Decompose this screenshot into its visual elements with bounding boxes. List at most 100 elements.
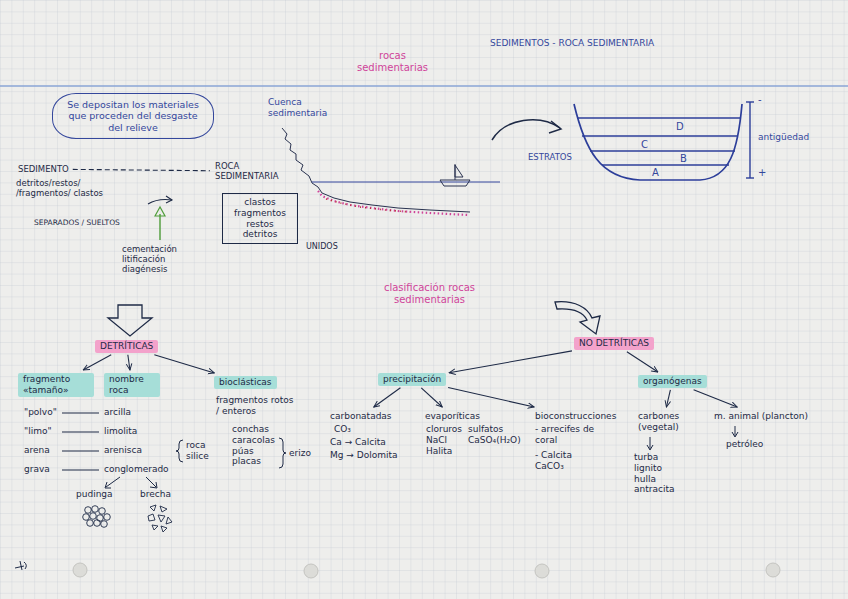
leader-arrow xyxy=(650,437,651,449)
connector xyxy=(128,355,130,370)
note-label: "limo" xyxy=(24,426,52,437)
term-label: ROCA SEDIMENTARIA xyxy=(213,160,297,182)
pair-dash xyxy=(62,413,99,470)
brace xyxy=(279,438,286,468)
note-label: antigüedad xyxy=(758,132,809,143)
type-label: m. animal (plancton) xyxy=(712,410,810,423)
note-label: A xyxy=(652,167,659,179)
page-mark xyxy=(15,561,26,570)
leader-arrow xyxy=(647,445,653,450)
pudinga-clasts xyxy=(85,507,92,514)
note-label: CO₃ xyxy=(334,424,351,435)
cementation-arrow xyxy=(155,207,165,216)
note-label: clasificación rocas sedimentarias xyxy=(352,282,507,306)
note-label: brecha xyxy=(140,489,171,500)
curved-arrow xyxy=(492,120,560,140)
note-label: grava xyxy=(24,464,50,475)
node-text: evaporíticas xyxy=(425,411,480,422)
basin-sketch xyxy=(282,128,470,212)
pair-dash xyxy=(62,432,99,433)
brecha-clasts xyxy=(160,506,167,512)
basin-sketch xyxy=(455,165,463,177)
brecha-clasts xyxy=(148,514,155,521)
connector xyxy=(154,355,214,373)
connector xyxy=(666,390,670,407)
pudinga-clasts xyxy=(87,520,94,527)
note-label: conchas caracolas púas placas xyxy=(232,424,280,467)
node-text: ROCA SEDIMENTARIA xyxy=(215,161,295,181)
node-text: precipitación xyxy=(383,374,441,385)
type-label: bioconstrucciones xyxy=(533,410,618,423)
small-arrow xyxy=(166,196,172,203)
strata-basin xyxy=(574,102,754,180)
brecha-clasts xyxy=(152,525,158,530)
margin-line xyxy=(0,85,848,86)
note-label: D xyxy=(676,121,684,133)
punch-hole xyxy=(766,563,780,577)
leader-arrow xyxy=(732,432,738,437)
node-text: SEDIMENTO xyxy=(18,164,69,174)
pair-dash xyxy=(62,451,99,452)
connector xyxy=(449,351,572,373)
curved-arrow xyxy=(549,121,561,133)
punch-hole xyxy=(304,564,318,578)
note-label: Mg → Dolomita xyxy=(330,450,398,461)
small-arrow xyxy=(148,196,172,204)
leader-arrow xyxy=(150,482,157,488)
basin-sketch xyxy=(318,191,468,215)
note-label: - xyxy=(758,94,762,106)
subcategory-box: bioclásticas xyxy=(214,376,277,389)
note-label: UNIDOS xyxy=(306,242,338,252)
node-text: bioclásticas xyxy=(219,377,272,388)
punch-hole xyxy=(73,563,87,577)
node-text: carbonatadas xyxy=(330,411,392,422)
hollow-arrow xyxy=(108,305,152,336)
term-label: SEDIMENTO xyxy=(16,163,71,175)
note-label: B xyxy=(680,153,687,165)
note-label: conglomerado xyxy=(104,464,169,475)
subcategory-box: nombre roca xyxy=(104,373,160,397)
leader-arrow xyxy=(105,482,111,488)
strata-basin xyxy=(746,177,754,178)
strata-basin xyxy=(574,104,742,180)
note-label: - arrecifes de coral xyxy=(535,424,607,446)
punch-hole xyxy=(73,563,780,578)
pudinga-clasts xyxy=(92,506,99,513)
basin-sketch xyxy=(282,128,500,215)
strata-basin xyxy=(749,102,750,178)
note-label: arena xyxy=(24,445,50,456)
punch-hole xyxy=(535,564,549,578)
note-label: cementación litificación diagénesis xyxy=(122,244,202,275)
term-box: clastos fragmentos restos detritos xyxy=(222,193,298,244)
brecha-clasts xyxy=(150,505,156,511)
brecha-clasts xyxy=(148,505,172,532)
node-text: organógenas xyxy=(643,376,702,387)
subcategory-box: fragmento «tamaño» xyxy=(18,373,94,397)
brace xyxy=(176,440,183,462)
node-text: fragmento «tamaño» xyxy=(23,374,89,396)
note-label: detritos/restos/ /fragmentos/ clastos xyxy=(16,178,124,198)
category-box: NO DETRÍTICAS xyxy=(574,337,654,350)
hollow-arrow xyxy=(108,302,600,336)
type-label: evaporíticas xyxy=(423,410,482,423)
type-label: carbonatadas xyxy=(328,410,394,423)
strata-basin xyxy=(602,164,729,165)
connector xyxy=(83,355,111,370)
type-label: carbones (vegetal) xyxy=(636,410,690,434)
note-label: limolita xyxy=(104,426,137,437)
note-label: cloruros NaCl Halita xyxy=(426,424,466,456)
note-label: - Calcita CaCO₃ xyxy=(535,450,590,472)
brecha-clasts xyxy=(161,526,167,532)
hollow-arrow xyxy=(555,302,600,334)
note-label: "polvo" xyxy=(24,407,57,418)
category-box: DETRÍTICAS xyxy=(95,340,158,353)
basin-sketch xyxy=(326,199,410,212)
connector xyxy=(448,388,534,407)
note-label: arcilla xyxy=(104,407,131,418)
basin-sketch xyxy=(312,182,500,183)
note-label: pudinga xyxy=(76,489,113,500)
pudinga-clasts xyxy=(97,515,104,522)
leader-arrow xyxy=(146,477,156,487)
